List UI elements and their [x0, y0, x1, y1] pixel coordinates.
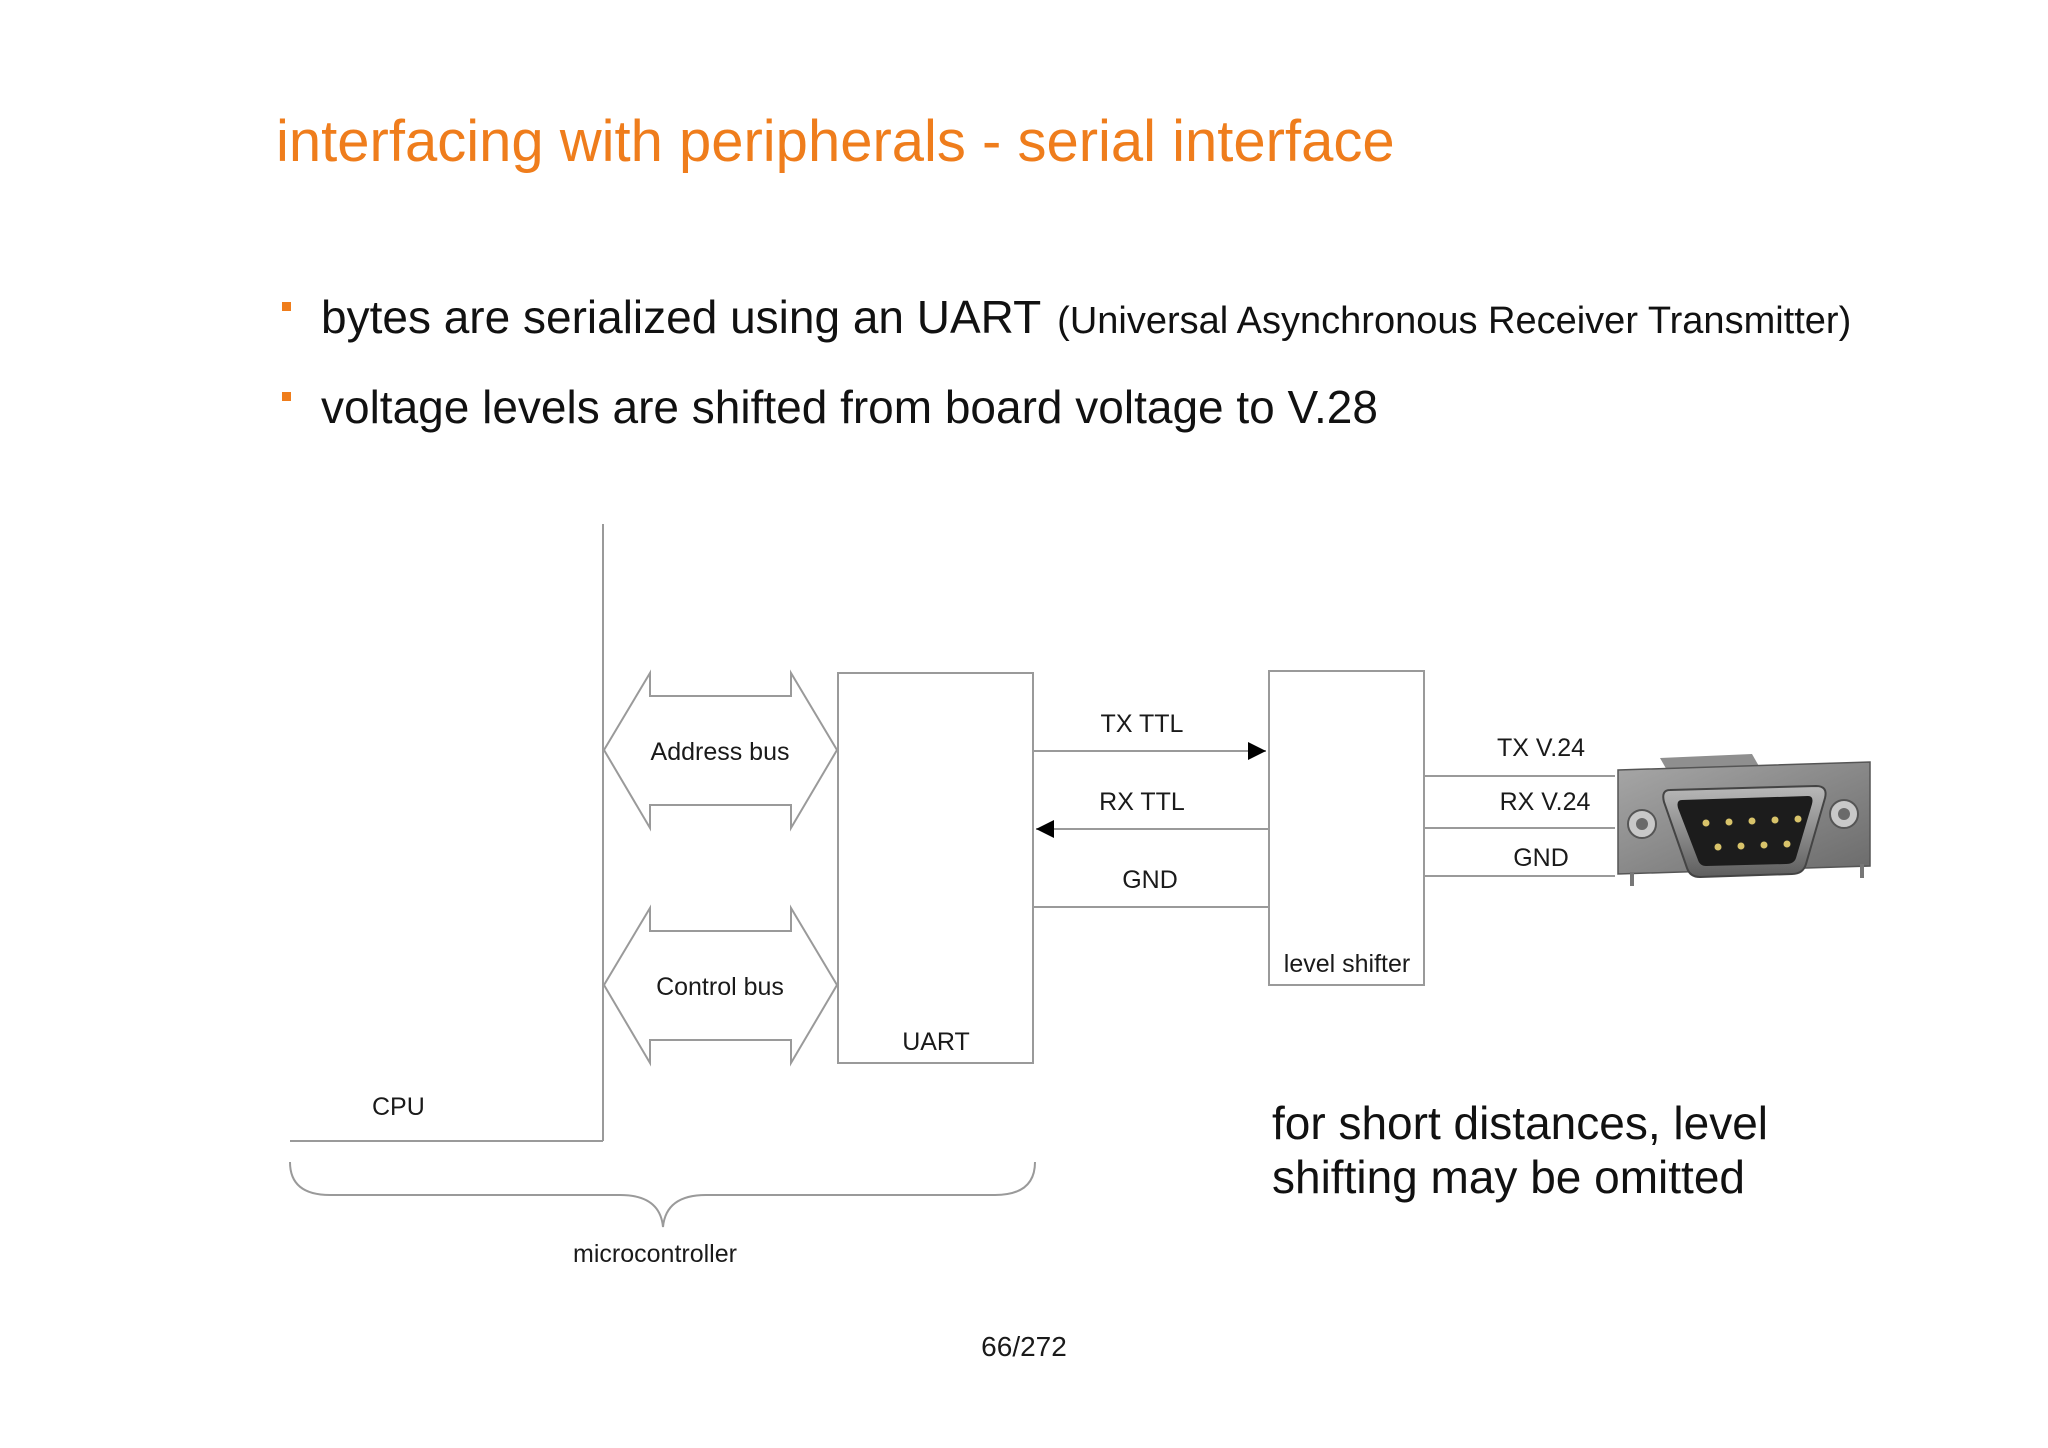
control-bus-label: Control bus: [656, 973, 784, 1001]
gnd-v24-label: GND: [1513, 844, 1569, 872]
level-shifter-box: [1269, 671, 1424, 985]
page-number: 66/272: [0, 1331, 2048, 1363]
microcontroller-brace: [290, 1162, 1035, 1227]
cpu-label: CPU: [372, 1093, 425, 1121]
db9-connector-icon: [1618, 754, 1870, 886]
uart-label: UART: [902, 1028, 970, 1056]
cpu-block: [290, 524, 603, 1141]
level-shifter-label: level shifter: [1284, 950, 1410, 978]
note-text: for short distances, level shifting may …: [1272, 1096, 1832, 1204]
rx-ttl-label: RX TTL: [1099, 788, 1185, 816]
gnd-ttl-label: GND: [1122, 866, 1178, 894]
uart-box: [838, 673, 1033, 1063]
rx-v24-label: RX V.24: [1500, 788, 1591, 816]
address-bus-label: Address bus: [651, 738, 790, 766]
tx-v24-label: TX V.24: [1497, 734, 1585, 762]
microcontroller-label: microcontroller: [573, 1240, 737, 1268]
tx-ttl-label: TX TTL: [1101, 710, 1184, 738]
